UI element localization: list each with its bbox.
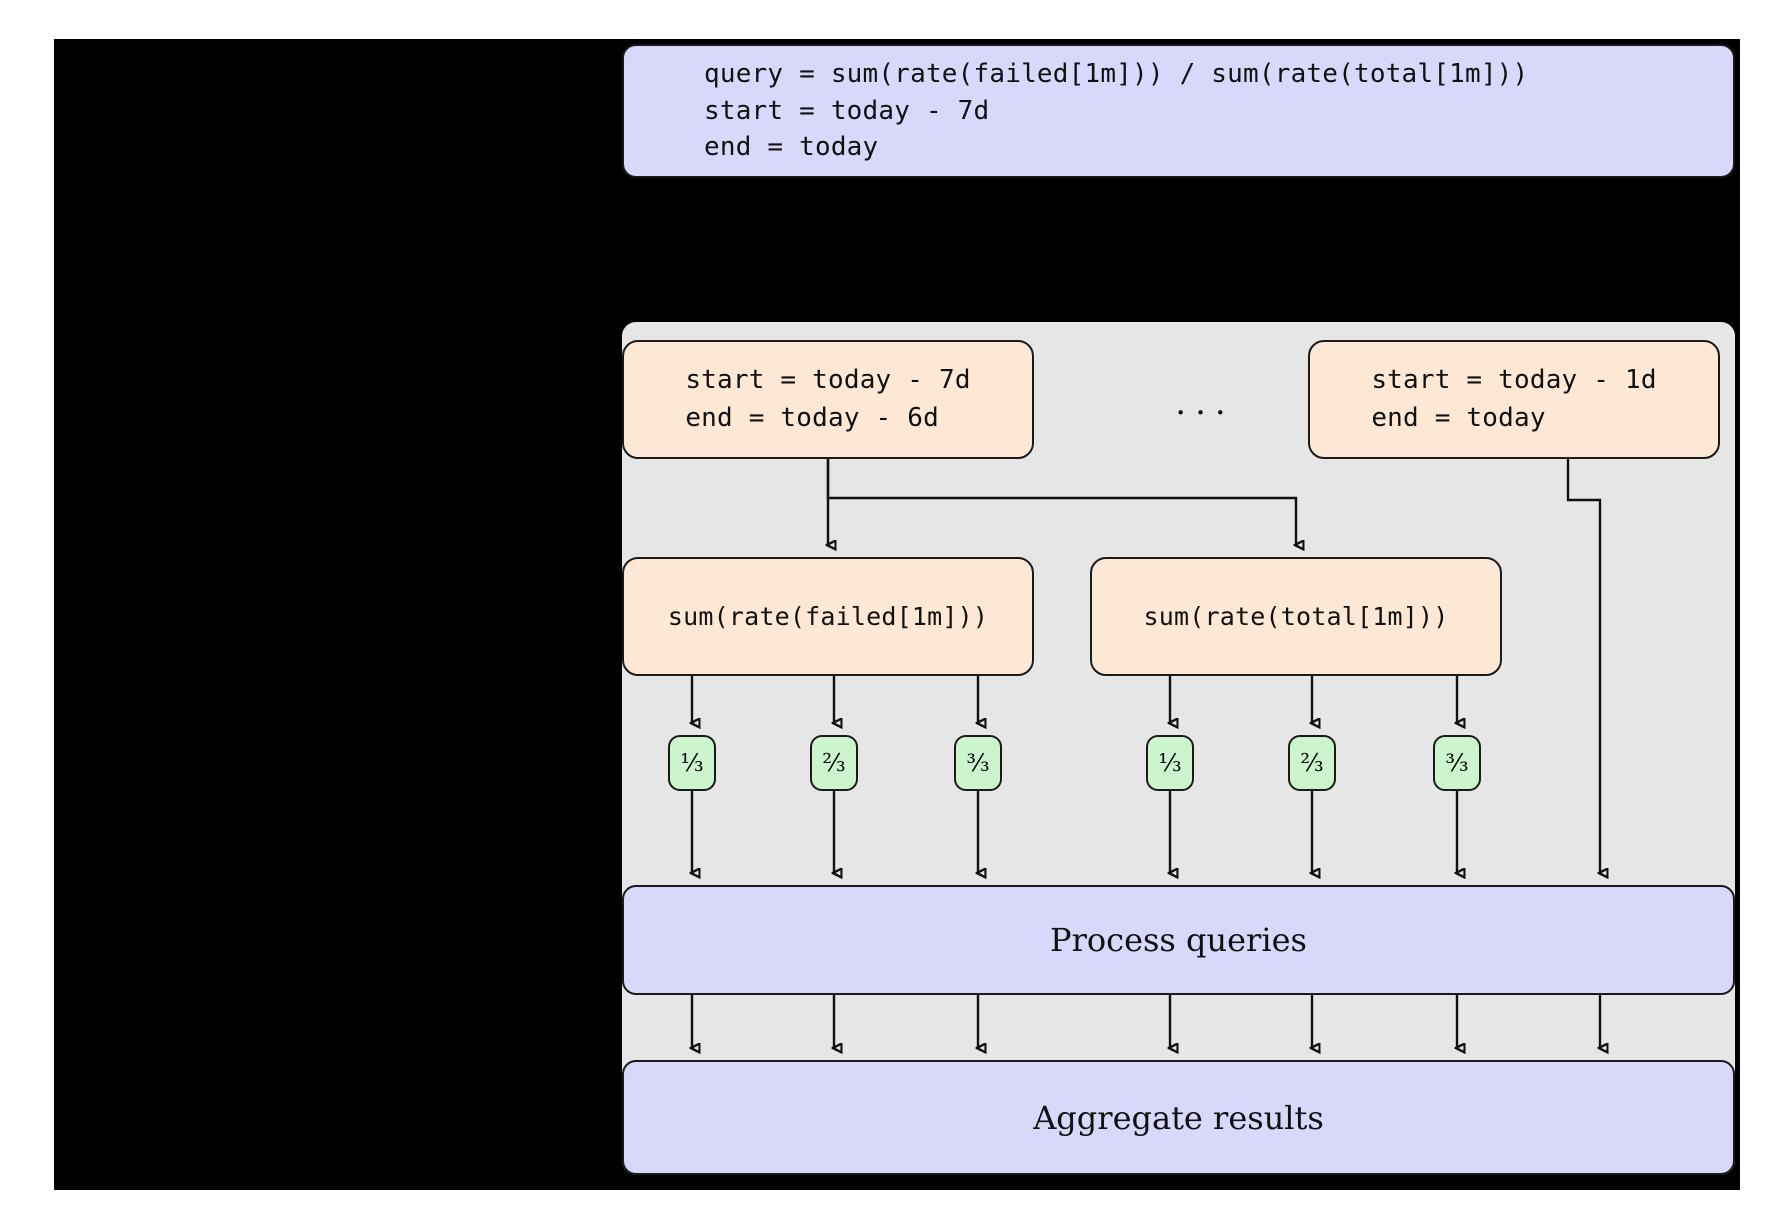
subquery-box-failed: sum(rate(failed[1m])) [622, 557, 1034, 676]
ellipsis-indicator: ... [1175, 383, 1235, 423]
chunk-node: ³⁄₃ [1433, 735, 1481, 791]
subquery-box-total: sum(rate(total[1m])) [1090, 557, 1502, 676]
wire-range-last-to-process [1566, 459, 1600, 873]
time-range-box-first: start = today - 7d end = today - 6d [622, 340, 1034, 459]
chunk-node: ⅓ [1146, 735, 1194, 791]
chunk-node: ⅓ [668, 735, 716, 791]
query-definition-code: query = sum(rate(failed[1m])) / sum(rate… [704, 58, 1529, 163]
time-range-code-first: start = today - 7d end = today - 6d [685, 364, 971, 433]
chunk-node: ³⁄₃ [954, 735, 1002, 791]
time-range-box-last: start = today - 1d end = today [1308, 340, 1720, 459]
aggregate-results-box: Aggregate results [622, 1060, 1735, 1175]
process-queries-box: Process queries [622, 885, 1735, 995]
time-range-code-last: start = today - 1d end = today [1371, 364, 1657, 433]
wire-range-first-to-total [826, 459, 1296, 545]
chunk-node: ⅔ [1288, 735, 1336, 791]
query-definition-box: query = sum(rate(failed[1m])) / sum(rate… [622, 44, 1735, 178]
chunk-node: ⅔ [810, 735, 858, 791]
